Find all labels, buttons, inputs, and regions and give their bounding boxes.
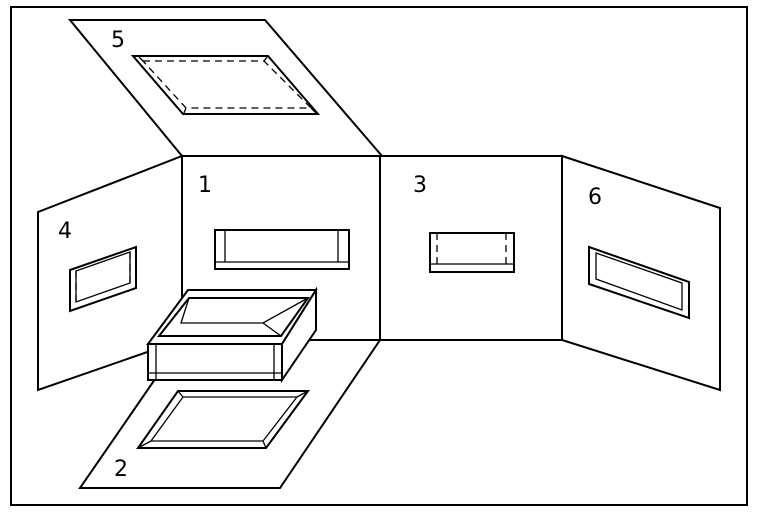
box-3d (146, 286, 318, 384)
panel-label-5: 5 (111, 28, 125, 53)
panel-3-window (429, 232, 515, 273)
panel-6-window (588, 245, 690, 320)
panel-label-2: 2 (114, 457, 128, 482)
panel-label-1: 1 (198, 173, 212, 198)
diagram-border (10, 6, 748, 506)
panel-label-4: 4 (58, 219, 72, 244)
panel-1-window (214, 229, 350, 270)
panel-4-window (69, 245, 137, 313)
panel-label-6: 6 (588, 185, 602, 210)
panel-label-3: 3 (413, 173, 427, 198)
panel-5-window (130, 55, 321, 115)
panel-6 (561, 154, 721, 392)
panel-5 (67, 19, 385, 157)
panel-3 (379, 155, 563, 341)
